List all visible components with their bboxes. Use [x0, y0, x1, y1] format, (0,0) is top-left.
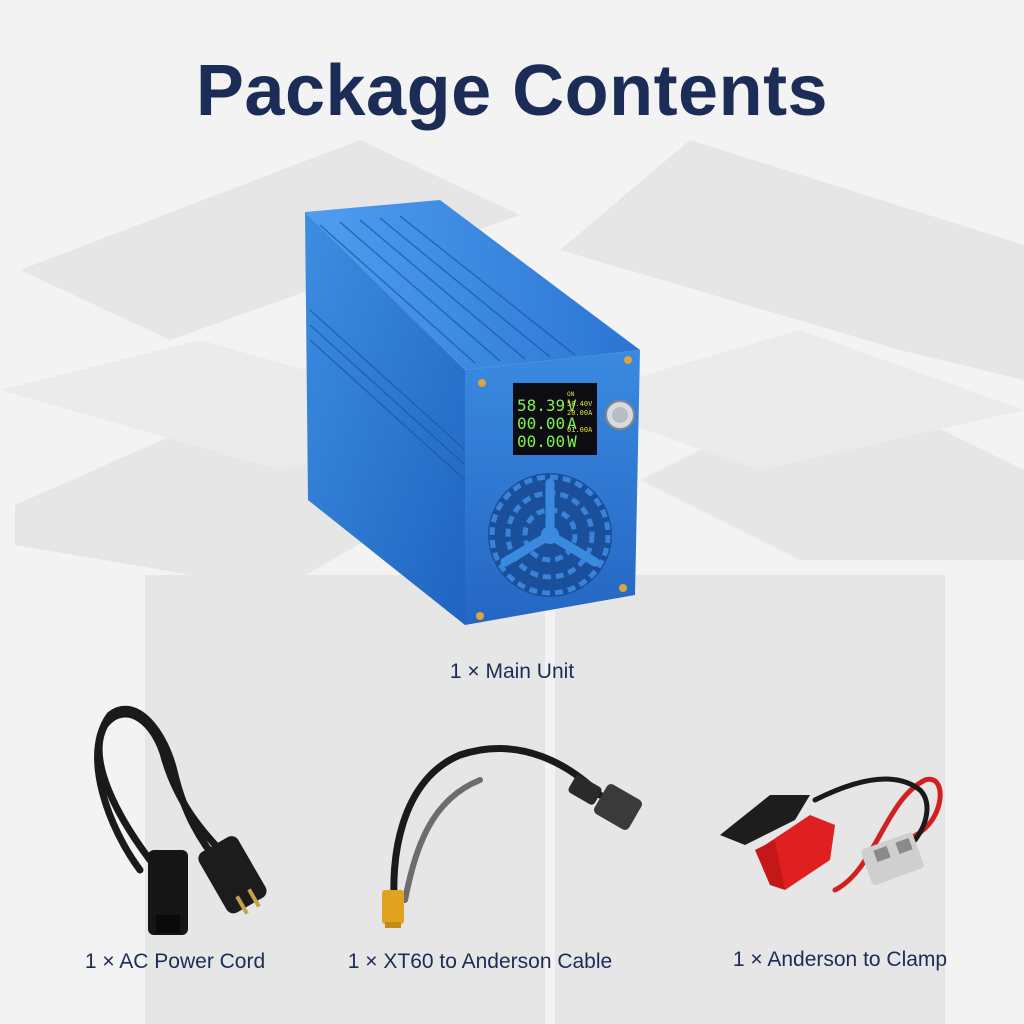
main-unit-caption: 1 × Main Unit — [449, 660, 575, 683]
voltage-unit: V — [567, 396, 577, 415]
ac-power-cord-caption: 1 × AC Power Cord — [84, 950, 266, 973]
current-readout: 00.00 — [517, 414, 566, 433]
main-unit-image — [305, 200, 640, 625]
set-voltage: 58.40V — [567, 400, 593, 408]
power-unit: W — [567, 432, 577, 451]
set-current-2: 01.00A — [567, 426, 593, 434]
xt60-anderson-cable-caption: 1 × XT60 to Anderson Cable — [347, 950, 613, 973]
voltage-readout: 58.39 — [517, 396, 566, 415]
xt60-anderson-cable-image — [382, 745, 642, 928]
ac-power-cord-image — [94, 705, 267, 935]
set-current-1: 20.00A — [567, 409, 593, 417]
current-unit: A — [567, 414, 577, 433]
page-title: Package Contents — [195, 51, 829, 131]
anderson-clamp-cable-caption: 1 × Anderson to Clamp — [732, 948, 948, 971]
status-indicator: ON — [567, 391, 575, 398]
anderson-clamp-cable-image — [720, 776, 943, 893]
power-readout: 00.00 — [517, 432, 566, 451]
